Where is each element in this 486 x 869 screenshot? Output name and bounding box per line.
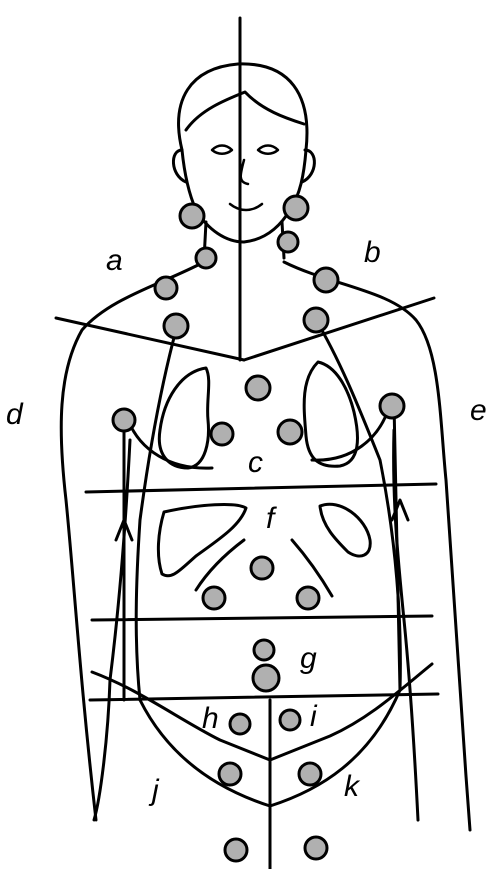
label-c: c [248, 446, 263, 479]
node-neck-left-mid [196, 248, 216, 268]
line-abdomen-lower [92, 616, 432, 620]
right-lung [304, 362, 357, 466]
mouth [230, 204, 262, 210]
label-b: b [364, 236, 381, 269]
lymph-nodes [113, 196, 404, 861]
node-supraclav-right [314, 268, 338, 292]
node-neck-right-upper [284, 196, 308, 220]
left-eye [212, 146, 232, 154]
left-lung [159, 368, 208, 468]
label-h: h [202, 702, 219, 735]
node-neck-right-mid [278, 232, 298, 252]
nose [241, 160, 248, 184]
node-mediastinal-right [278, 420, 302, 444]
label-i: i [310, 700, 318, 733]
node-mediastinal-top [246, 376, 270, 400]
node-axillary-right [380, 394, 404, 418]
left-clavicle-line [56, 318, 244, 360]
label-d: d [6, 398, 24, 431]
node-femoral-right [305, 837, 327, 859]
spleen-shape [320, 504, 370, 556]
label-a: a [106, 244, 123, 277]
label-e: e [470, 394, 486, 427]
node-paraaortic-upper [254, 640, 274, 660]
node-mediastinal-left [211, 423, 233, 445]
node-inguinal-left [219, 763, 241, 785]
label-j: j [148, 774, 160, 807]
node-infraclav-right [304, 308, 328, 332]
node-neck-left-upper [180, 204, 204, 228]
node-supraclav-left [155, 277, 177, 299]
node-axillary-left [113, 409, 135, 431]
node-abdominal-left [203, 587, 225, 609]
node-abdominal-right [297, 587, 319, 609]
right-eye [258, 146, 278, 154]
node-abdominal-center [251, 557, 273, 579]
label-k: k [344, 770, 361, 803]
node-paraaortic-lower [253, 665, 279, 691]
label-f: f [266, 502, 277, 535]
node-iliac-right [280, 710, 300, 730]
node-infraclav-left [164, 314, 188, 338]
node-inguinal-right [299, 763, 321, 785]
stomach-curve-left [196, 540, 244, 590]
liver-shape [158, 505, 246, 576]
label-g: g [300, 642, 317, 675]
chest-curve-right [312, 404, 390, 460]
node-iliac-left [230, 714, 250, 734]
right-clavicle-line [244, 298, 434, 360]
hair-line [186, 92, 304, 130]
node-femoral-left [225, 839, 247, 861]
axilla-line-left [136, 330, 176, 700]
